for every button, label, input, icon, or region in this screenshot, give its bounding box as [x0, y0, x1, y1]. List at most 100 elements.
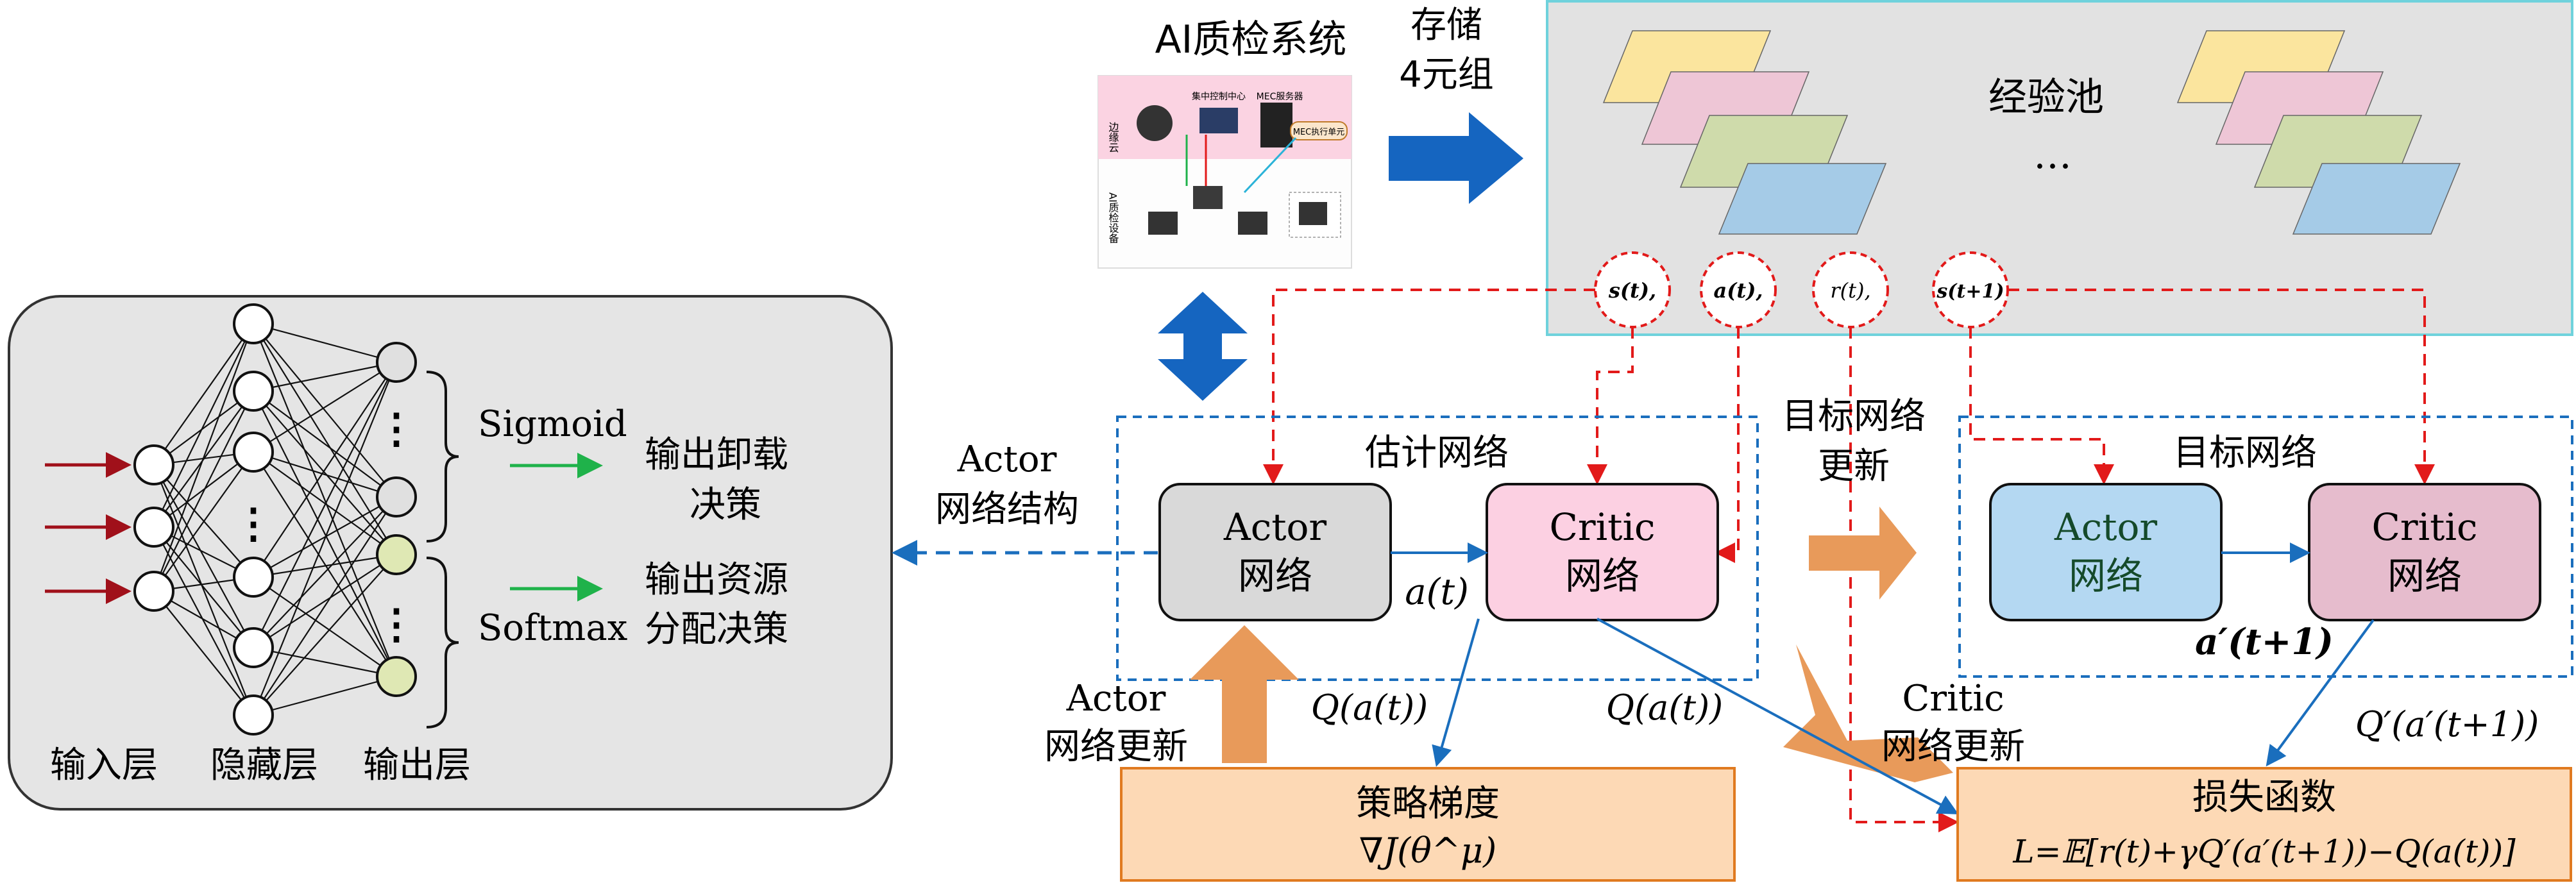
critic-update-line2: 网络更新	[1881, 726, 2025, 768]
target-network: 目标网络 Actor 网络 Critic 网络 a′(t+1)	[1958, 416, 2573, 678]
target-action-label: a′(t+1)	[2195, 621, 2334, 663]
nn-edge-hid-5-0	[252, 362, 398, 716]
resource-output-line1: 输出资源	[645, 559, 788, 601]
nn-edge-hid-3-0	[253, 362, 397, 578]
edge-cloud-label: 边缘云	[1107, 122, 1119, 153]
nn-edge-hid-3-3	[253, 576, 397, 677]
actor-structure-line2: 网络结构	[935, 489, 1079, 530]
softmax-label: Softmax	[478, 607, 627, 649]
target-critic-line2: 网络	[2387, 554, 2462, 598]
nn-edge-hid-2-2	[253, 451, 397, 555]
loss-function-title: 损失函数	[2192, 777, 2336, 818]
brace-top	[426, 371, 459, 542]
nn-edge-in-1-0	[153, 323, 254, 528]
nn-edge-hid-0-3	[252, 323, 398, 677]
resource-output-line2: 分配决策	[645, 609, 788, 650]
output-node-resource-1	[376, 656, 417, 697]
nn-edge-in-2-1	[153, 391, 254, 592]
policy-gradient: 策略梯度 ∇J(θ^μ)	[1120, 767, 1736, 882]
hidden-node-0	[233, 303, 274, 344]
nn-edge-hid-2-3	[253, 451, 397, 677]
output-node-resource-0	[376, 534, 417, 575]
target-network-title: 目标网络	[2173, 432, 2317, 474]
nn-edge-hid-1-3	[253, 391, 397, 677]
sample-s-next: s(t+1)	[1936, 280, 2004, 303]
policy-gradient-formula: ∇J(θ^μ)	[1359, 830, 1496, 871]
q-left-label: Q(a(t))	[1311, 687, 1428, 728]
target-q-to-loss	[2266, 619, 2375, 767]
vdots-output-top: ⋮	[376, 405, 417, 453]
nn-edge-in-0-5	[153, 464, 255, 716]
sigmoid-label: Sigmoid	[478, 403, 627, 445]
edge-cloud-icon	[1137, 105, 1173, 141]
estimation-network: 估计网络 Actor 网络 Critic 网络 a(t)	[1116, 416, 1759, 681]
nn-edge-hid-4-2	[253, 554, 397, 648]
vdots-output-bottom: ⋮	[376, 600, 417, 648]
control-center-label: 集中控制中心	[1192, 91, 1246, 102]
nn-edge-hid-1-0	[253, 361, 397, 392]
replay-buffer-title: 经验池	[1988, 75, 2104, 120]
hidden-node-1	[233, 371, 274, 412]
target-critic-line1: Critic	[2372, 505, 2478, 549]
nn-edge-in-0-4	[153, 464, 254, 648]
critic-update-line1: Critic	[1902, 678, 2004, 719]
path-r-to-loss	[1849, 327, 1959, 832]
target-network-frame	[1958, 416, 2573, 678]
policy-gradient-box	[1120, 767, 1736, 882]
output-node-offload-1	[376, 476, 417, 517]
actor-update-line2: 网络更新	[1044, 726, 1188, 768]
nn-edge-hid-2-0	[253, 362, 397, 453]
offload-output-line2: 决策	[690, 484, 761, 526]
nn-edge-hid-3-2	[253, 553, 397, 578]
path-a-to-critic	[1715, 327, 1740, 563]
qc-devices-label: AI质检设备	[1107, 192, 1119, 244]
sample-a: a(t),	[1714, 278, 1763, 303]
input-layer-label: 输入层	[50, 744, 158, 786]
path-snext-to-target-actor	[1969, 327, 2114, 485]
mec-server-label: MEC服务器	[1257, 92, 1303, 102]
nn-edge-hid-0-2	[253, 323, 397, 555]
estimation-actor-line1: Actor	[1223, 505, 1327, 549]
hidden-node-3	[233, 557, 274, 598]
actor-structure-line1: Actor	[957, 439, 1057, 480]
q-to-loss	[1597, 618, 1959, 814]
estimation-actor-box	[1158, 483, 1392, 621]
q-target-label: Q′(a′(t+1))	[2355, 704, 2539, 744]
estimation-critic-line2: 网络	[1565, 554, 1640, 598]
qc-device-2	[1193, 186, 1223, 209]
actor-update-line1: Actor	[1066, 678, 1166, 719]
nn-edge-hid-1-2	[253, 391, 397, 555]
output-layer-label: 输出层	[363, 744, 471, 786]
nn-edge-hid-4-1	[253, 496, 397, 648]
q-to-policy-gradient	[1432, 618, 1480, 767]
replay-buffer-ellipsis: …	[2033, 133, 2072, 178]
nn-edge-in-2-2	[153, 451, 254, 592]
qc-device-3	[1238, 212, 1267, 235]
actor-update-arrow	[1190, 625, 1299, 763]
input-node-0	[133, 444, 174, 485]
nn-edge-in-0-1	[153, 391, 254, 466]
loss-function: 损失函数 L=𝔼[r(t)+γQ′(a′(t+1))−Q(a(t))]	[1956, 767, 2572, 882]
nn-edge-hid-0-0	[253, 323, 397, 364]
input-arrows	[45, 452, 131, 604]
sheet-blue-left	[1718, 163, 1887, 235]
sample-s: s(t),	[1608, 278, 1656, 303]
hidden-node-2	[233, 432, 274, 473]
ai-system-title: AI质检系统	[1155, 17, 1347, 62]
target-update-line2: 更新	[1818, 446, 1890, 487]
target-actor-line2: 网络	[2069, 554, 2143, 598]
nn-edge-hid-2-1	[253, 451, 397, 498]
nn-edge-in-2-5	[153, 591, 254, 716]
qc-device-5	[1299, 202, 1327, 225]
store-arrow	[1389, 112, 1523, 204]
brace-bottom	[426, 557, 459, 728]
estimation-actor-line2: 网络	[1238, 554, 1312, 598]
nn-panel: ⋮ ⋮ ⋮ Sigmoid Softmax 输出卸载 决策 输出资源 分配决策 …	[8, 295, 893, 811]
loss-function-box	[1956, 767, 2572, 882]
estimation-critic-line1: Critic	[1550, 505, 1656, 549]
critic-update-arrow	[1783, 644, 1953, 782]
nn-edge-hid-0-1	[253, 323, 397, 498]
laptop-icon	[1199, 108, 1238, 133]
nn-edge-in-2-0	[153, 323, 255, 592]
nn-edge-hid-4-0	[253, 362, 397, 648]
